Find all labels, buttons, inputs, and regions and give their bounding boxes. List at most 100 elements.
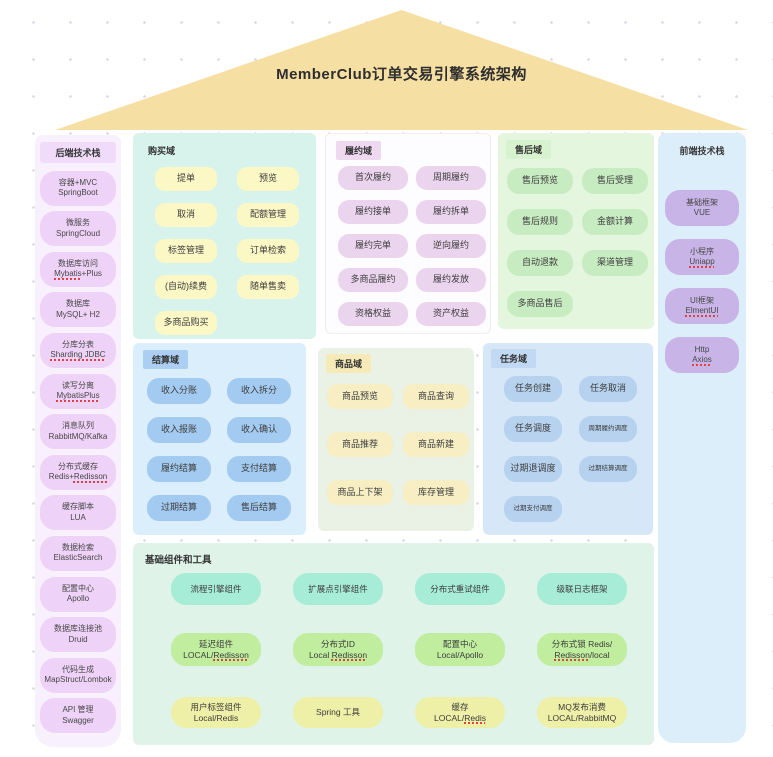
- spellcheck-underline: Redisson: [331, 649, 368, 660]
- component-name: 延迟组件: [198, 638, 233, 649]
- component-tech: MybatisPlus: [56, 391, 99, 401]
- purchase-capability-box: 提单: [155, 167, 217, 191]
- component-tech: LOCAL/RabbitMQ: [547, 712, 617, 723]
- component-tech: MySQL+ H2: [56, 309, 100, 319]
- settlement-capability-box: 收入拆分: [227, 378, 291, 404]
- component-tech: VUE: [693, 208, 711, 217]
- aftersale-capability-box: 金额计算: [582, 209, 648, 235]
- purchase-domain-panel: 购买域 提单预览取消配额管理标签管理订单检索(自动)续费随单售卖多商品购买: [133, 133, 316, 339]
- component-tech: Druid: [68, 634, 88, 644]
- tool-component-box: 级联日志框架: [537, 573, 627, 605]
- settlement-domain-items: 收入分账收入拆分收入报账收入确认履约结算支付结算过期结算售后结算: [147, 378, 306, 521]
- component-tech: Local/Redis: [193, 712, 239, 723]
- settlement-domain-panel: 结算域 收入分账收入拆分收入报账收入确认履约结算支付结算过期结算售后结算: [133, 343, 306, 535]
- settlement-capability-box: 收入确认: [227, 417, 291, 443]
- component-name: 分库分表: [62, 340, 94, 350]
- component-tech: Local Redisson: [308, 649, 368, 660]
- purchase-domain-items: 提单预览取消配额管理标签管理订单检索(自动)续费随单售卖多商品购买: [155, 167, 316, 335]
- aftersale-capability-box: 渠道管理: [582, 250, 648, 276]
- component-name: 过期结算调度: [588, 464, 628, 472]
- component-name: 缓存脚本: [62, 502, 94, 512]
- purchase-capability-box: 取消: [155, 203, 217, 227]
- spellcheck-underline: Sharding JDBC: [50, 350, 106, 360]
- aftersale-capability-box: 自动退款: [507, 250, 573, 276]
- purchase-capability-box: 配额管理: [237, 203, 299, 227]
- fulfillment-capability-box: 资产权益: [416, 302, 486, 326]
- tools-panel-label: 基础组件和工具: [145, 555, 212, 566]
- task-capability-box: 过期退调度: [504, 456, 562, 482]
- tool-component-box: 流程引擎组件: [171, 573, 261, 605]
- fulfillment-capability-box: 资格权益: [338, 302, 408, 326]
- component-name: 分布式锁 Redis/: [551, 638, 613, 649]
- product-capability-box: 商品新建: [403, 432, 469, 457]
- component-name: Http: [694, 344, 710, 354]
- product-domain-items: 商品预览商品查询商品推荐商品新建商品上下架库存管理: [327, 384, 474, 505]
- component-name: 数据库连接池: [54, 624, 102, 634]
- component-name: 周期履约调度: [588, 424, 628, 432]
- task-domain-label: 任务域: [491, 349, 537, 368]
- aftersale-capability-box: 售后受理: [582, 168, 648, 194]
- task-domain-panel: 任务域 任务创建任务取消任务调度周期履约调度过期退调度过期结算调度过期支付调度: [483, 343, 653, 535]
- backend-stack-label: 后端技术栈: [40, 142, 116, 163]
- component-tech: Apollo: [66, 594, 90, 604]
- purchase-domain-label: 购买域: [148, 146, 176, 156]
- tool-component-box: 分布式锁 Redis/Redisson/local: [537, 633, 627, 666]
- component-name: 代码生成: [62, 664, 94, 674]
- component-name: 缓存: [451, 701, 469, 712]
- task-capability-box: 过期支付调度: [504, 496, 562, 522]
- roof-shape: MemberClub订单交易引擎系统架构: [55, 10, 748, 130]
- fulfillment-capability-box: 多商品履约: [338, 268, 408, 292]
- aftersale-domain-panel: 售后域 售后预览售后受理售后规则金额计算自动退款渠道管理多商品售后: [498, 133, 654, 329]
- component-name: 消息队列: [62, 421, 94, 431]
- frontend-stack-label: 前端技术栈: [679, 146, 725, 156]
- spellcheck-underline: Redis: [464, 712, 486, 723]
- settlement-domain-label: 结算域: [143, 350, 189, 369]
- component-name: 用户标签组件: [190, 701, 242, 712]
- aftersale-domain-label: 售后域: [506, 140, 552, 159]
- component-tech: Local/Apollo: [436, 649, 484, 660]
- component-tech: Redis+Redisson: [48, 472, 108, 482]
- fulfillment-domain-panel: 履约域 首次履约周期履约履约接单履约拆单履约完单逆向履约多商品履约履约发放资格权…: [325, 133, 491, 334]
- component-name: 读写分离: [62, 380, 94, 390]
- spellcheck-underline: Redisson: [73, 472, 108, 482]
- purchase-capability-box: 预览: [237, 167, 299, 191]
- component-tech: LOCAL/Redis: [434, 712, 486, 723]
- task-domain-items: 任务创建任务取消任务调度周期履约调度过期退调度过期结算调度过期支付调度: [504, 376, 653, 522]
- product-capability-box: 商品推荐: [327, 432, 393, 457]
- tool-component-box: 扩展点引擎组件: [293, 573, 383, 605]
- purchase-capability-box: 多商品购买: [155, 311, 217, 335]
- spellcheck-underline: Redisson: [213, 649, 249, 660]
- component-name: 配置中心: [62, 583, 94, 593]
- settlement-capability-box: 售后结算: [227, 495, 291, 521]
- product-domain-panel: 商品域 商品预览商品查询商品推荐商品新建商品上下架库存管理: [318, 348, 474, 531]
- component-name: 微服务: [66, 218, 90, 228]
- task-capability-box: 周期履约调度: [579, 416, 637, 442]
- component-tech: Sharding JDBC: [50, 350, 105, 360]
- purchase-capability-box: (自动)续费: [155, 275, 217, 299]
- component-tech: Uniapp: [689, 257, 714, 267]
